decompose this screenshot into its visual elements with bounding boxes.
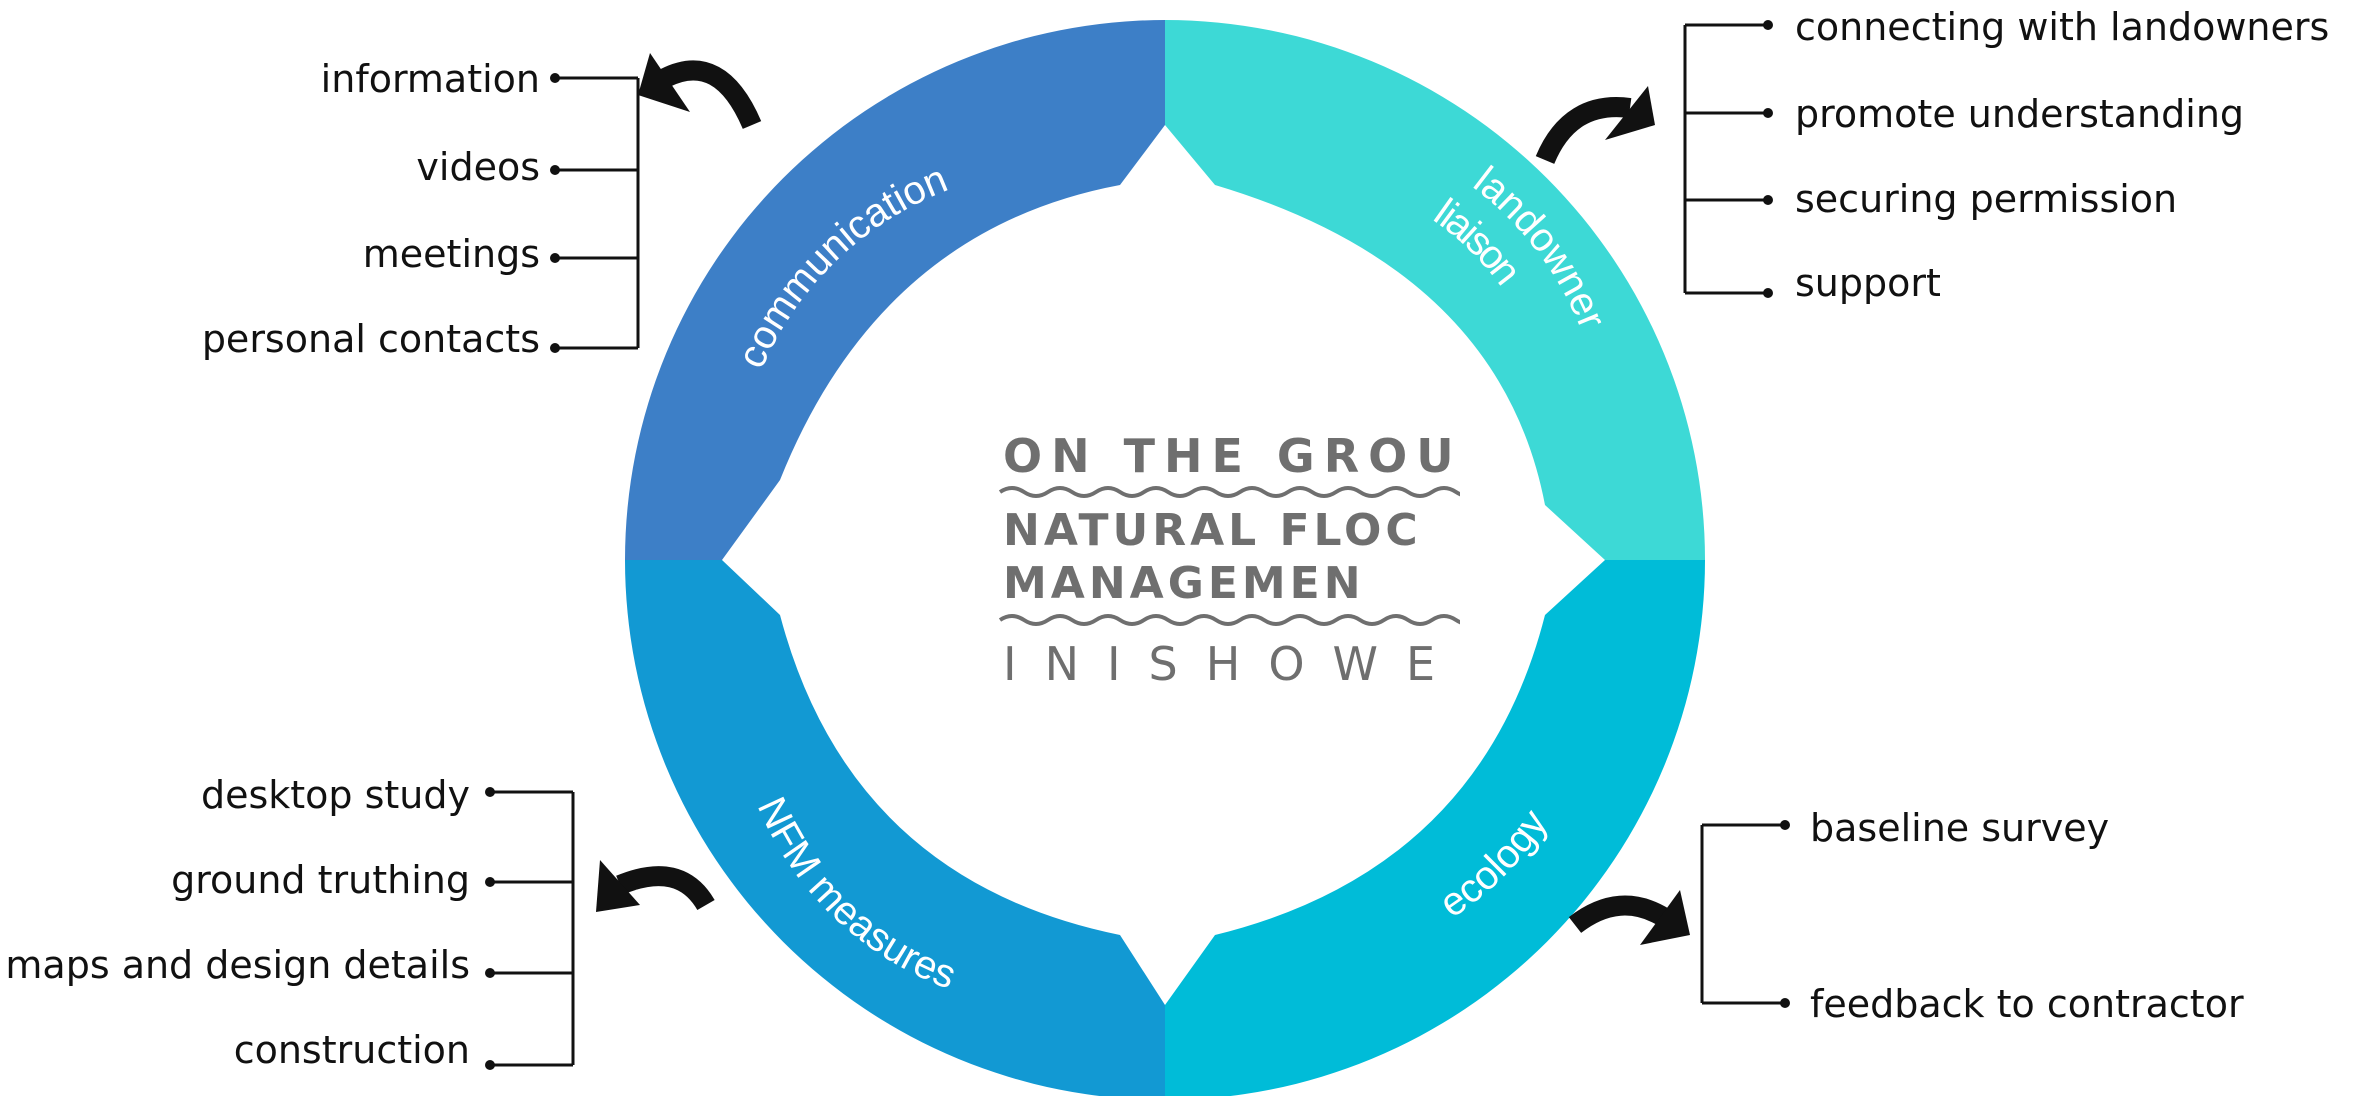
list-item: ground truthing [171,858,470,902]
arrow-icon [1568,890,1690,945]
list-item: feedback to contractor [1810,982,2244,1026]
list-item: information [321,57,540,101]
logo-wave [998,614,1460,626]
logo-line2: NATURAL FLOC [1003,505,1422,556]
logo-line1: ON THE GROUN [1003,429,1510,483]
logo: ON THE GROUN NATURAL FLOC MANAGEMEN INIS… [998,429,1510,691]
arrow-icon [596,860,715,912]
landowner-liaison-list: connecting with landowners promote under… [1683,5,2329,305]
list-item: securing permission [1795,177,2177,221]
landowner-liaison-segment [1165,20,1705,560]
list-item: baseline survey [1810,806,2109,850]
ecology-list: baseline survey feedback to contractor [1700,806,2244,1026]
communication-list: information videos meetings personal con… [202,57,640,361]
nfm-measures-segment [625,560,1165,1096]
list-item: support [1795,261,1941,305]
communication-segment [625,20,1165,560]
logo-line4: INISHOWE [1003,637,1463,691]
ecology-segment [1165,560,1705,1096]
list-item: personal contacts [202,317,540,361]
logo-wave [998,486,1460,498]
list-item: desktop study [201,773,470,817]
arrow-icon [638,53,762,130]
list-item: promote understanding [1795,92,2244,136]
list-item: construction [234,1028,470,1072]
list-item: maps and design details [5,943,470,987]
list-item: meetings [363,232,540,276]
list-item: videos [416,145,540,189]
arrow-icon [1535,86,1655,165]
list-item: connecting with landowners [1795,5,2329,49]
logo-line3: MANAGEMEN [1003,558,1365,609]
nfm-measures-list: desktop study ground truthing maps and d… [5,773,575,1072]
